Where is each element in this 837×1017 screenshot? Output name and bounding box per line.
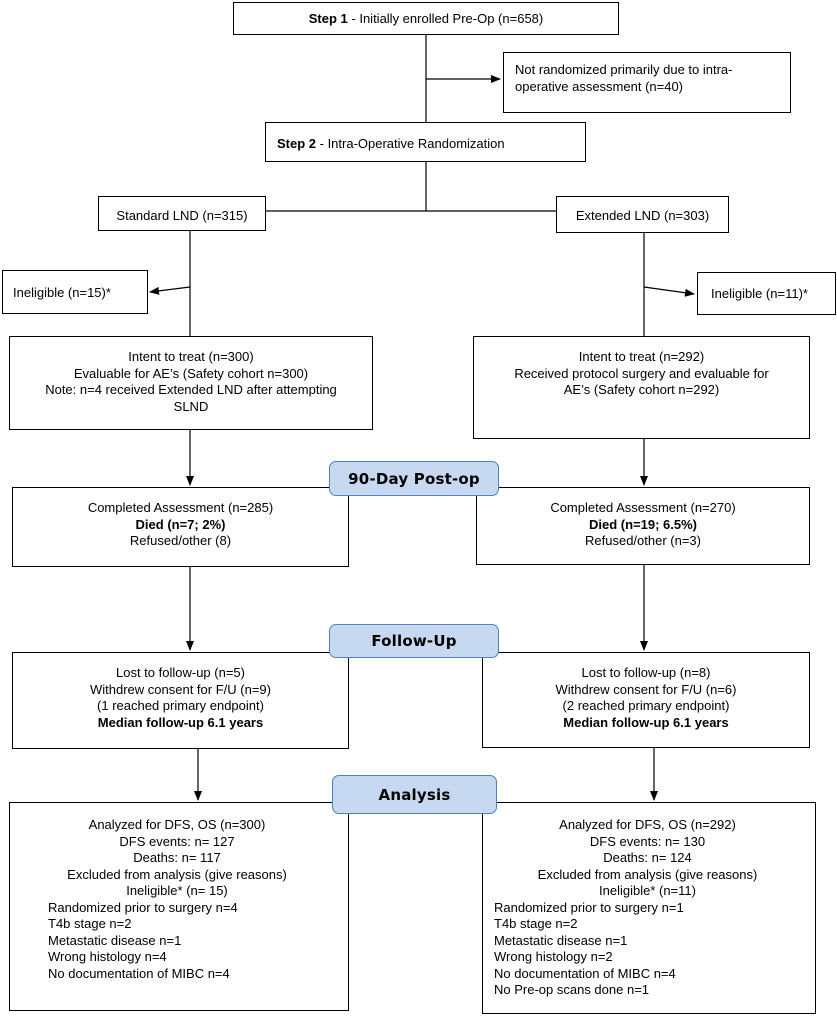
itt-left-line3: Note: n=4 received Extended LND after at… <box>45 382 337 397</box>
analysis-right-exclusion: Metastatic disease n=1 <box>494 932 628 948</box>
followup-right-median: Median follow-up 6.1 years <box>563 714 729 730</box>
analysis-right-line5: Ineligible* (n=11) <box>599 883 696 898</box>
step2-text: - Intra-Operative Randomization <box>316 136 505 151</box>
extended-lnd-label: Extended LND (n=303) <box>575 208 710 223</box>
analysis-left-line4: Excluded from analysis (give reasons) <box>67 866 287 882</box>
not-randomized-box: Not randomized primarily due to intra- o… <box>503 52 791 113</box>
followup-left-line3: (1 reached primary endpoint) <box>97 698 264 713</box>
itt-left-box: Intent to treat (n=300) Evaluable for AE… <box>9 336 373 430</box>
analysis-right-exclusion: No documentation of MIBC n=4 <box>494 965 676 981</box>
phase-post-op-label: 90-Day Post-op <box>348 469 480 488</box>
phase-post-op: 90-Day Post-op <box>329 461 499 496</box>
analysis-left-line2: DFS events: n= 127 <box>119 833 235 849</box>
analysis-right-line3: Deaths: n= 124 <box>603 850 692 865</box>
postop-left-died: Died (n=7; 2%) <box>135 516 226 532</box>
phase-analysis-label: Analysis <box>378 785 451 804</box>
itt-left-line1: Intent to treat (n=300) <box>128 349 254 364</box>
postop-left-box: Completed Assessment (n=285) Died (n=7; … <box>12 487 349 567</box>
postop-right-box: Completed Assessment (n=270) Died (n=19;… <box>476 487 810 565</box>
phase-follow-up-label: Follow-Up <box>371 632 457 650</box>
analysis-left-exclusion: Wrong histology n=4 <box>48 949 167 964</box>
extended-lnd-box: Extended LND (n=303) <box>556 196 729 233</box>
analysis-left-summary: Analyzed for DFS, OS (n=300) DFS events:… <box>48 817 306 900</box>
postop-right-died: Died (n=19; 6.5%) <box>588 516 697 532</box>
postop-right-line1: Completed Assessment (n=270) <box>550 500 736 515</box>
analysis-left-exclusions: Randomized prior to surgery n=4 T4b stag… <box>48 900 348 983</box>
analysis-right-line2: DFS events: n= 130 <box>589 833 706 849</box>
itt-left-line4: SLND <box>173 398 209 414</box>
analysis-left-line5: Ineligible* (n= 15) <box>126 883 228 898</box>
itt-right-line3: AE’s (Safety cohort n=292) <box>563 382 720 397</box>
analysis-right-line1: Analyzed for DFS, OS (n=292) <box>559 817 736 832</box>
not-randomized-line2: operative assessment (n=40) <box>515 78 684 94</box>
analysis-left-exclusion: No documentation of MIBC n=4 <box>48 965 230 981</box>
followup-left-line1: Lost to follow-up (n=5) <box>116 665 245 680</box>
analysis-right-line4: Excluded from analysis (give reasons) <box>537 866 758 882</box>
analysis-left-exclusion: Randomized prior to surgery n=4 <box>48 899 238 915</box>
followup-left-line2: Withdrew consent for F/U (n=9) <box>90 681 271 697</box>
ineligible-right-arrow <box>643 286 695 297</box>
analysis-left-exclusion: T4b stage n=2 <box>48 916 132 931</box>
followup-right-line1: Lost to follow-up (n=8) <box>581 665 711 680</box>
itt-left-line2: Evaluable for AE’s (Safety cohort n=300) <box>73 365 309 381</box>
phase-follow-up: Follow-Up <box>329 624 499 658</box>
phase-analysis: Analysis <box>332 775 497 814</box>
standard-lnd-label: Standard LND (n=315) <box>116 208 248 223</box>
ineligible-right-label: Ineligible (n=11)* <box>711 286 808 301</box>
followup-left-median: Median follow-up 6.1 years <box>97 714 264 730</box>
analysis-right-summary: Analyzed for DFS, OS (n=292) DFS events:… <box>494 817 801 900</box>
analysis-left-box: Analyzed for DFS, OS (n=300) DFS events:… <box>9 802 349 1011</box>
step1-box: Step 1 - Initially enrolled Pre-Op (n=65… <box>233 2 619 35</box>
postop-left-line1: Completed Assessment (n=285) <box>87 500 274 515</box>
itt-right-box: Intent to treat (n=292) Received protoco… <box>473 336 810 439</box>
analysis-left-exclusion: Metastatic disease n=1 <box>48 932 182 948</box>
postop-right-line3: Refused/other (n=3) <box>585 533 701 548</box>
postop-left-line3: Refused/other (8) <box>129 533 232 548</box>
standard-lnd-box: Standard LND (n=315) <box>98 196 266 231</box>
analysis-left-line3: Deaths: n= 117 <box>133 850 221 865</box>
ineligible-left-box: Ineligible (n=15)* <box>2 270 148 314</box>
step2-label: Step 2 <box>277 136 317 151</box>
analysis-right-exclusions: Randomized prior to surgery n=1 T4b stag… <box>494 900 815 999</box>
followup-right-line3: (2 reached primary endpoint) <box>562 698 730 713</box>
ineligible-right-box: Ineligible (n=11)* <box>697 272 836 315</box>
itt-right-line2: Received protocol surgery and evaluable … <box>514 365 769 381</box>
analysis-right-exclusion: Wrong histology n=2 <box>494 949 613 964</box>
step1-text: - Initially enrolled Pre-Op (n=658) <box>347 11 544 26</box>
itt-right-line1: Intent to treat (n=292) <box>578 349 705 364</box>
analysis-left-line1: Analyzed for DFS, OS (n=300) <box>88 817 266 832</box>
step1-label: Step 1 <box>308 11 348 26</box>
analysis-right-exclusion: Randomized prior to surgery n=1 <box>494 899 684 915</box>
ineligible-left-arrow <box>149 286 191 295</box>
step2-box: Step 2 - Intra-Operative Randomization <box>265 122 586 162</box>
not-randomized-line1: Not randomized primarily due to intra- <box>515 62 733 77</box>
analysis-right-exclusion: T4b stage n=2 <box>494 916 578 931</box>
followup-right-line2: Withdrew consent for F/U (n=6) <box>555 681 737 697</box>
followup-left-box: Lost to follow-up (n=5) Withdrew consent… <box>12 652 349 749</box>
analysis-right-box: Analyzed for DFS, OS (n=292) DFS events:… <box>482 802 816 1014</box>
followup-right-box: Lost to follow-up (n=8) Withdrew consent… <box>482 652 810 748</box>
ineligible-left-label: Ineligible (n=15)* <box>13 285 111 300</box>
analysis-right-exclusion: No Pre-op scans done n=1 <box>494 982 650 997</box>
